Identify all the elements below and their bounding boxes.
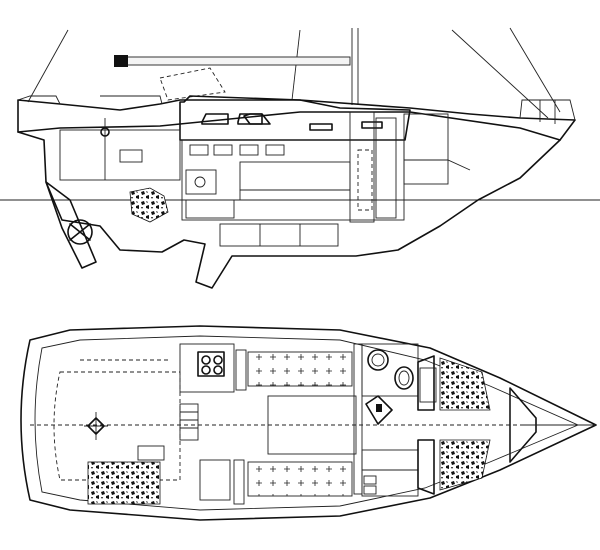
toilet-icon bbox=[394, 366, 414, 390]
galley-sink-counter bbox=[235, 349, 247, 391]
v-berth-stbd bbox=[439, 439, 491, 491]
nav-station-seat bbox=[199, 459, 231, 501]
bow-pulpit bbox=[519, 99, 576, 121]
hull-plan-outline bbox=[20, 325, 597, 521]
portlight bbox=[237, 113, 263, 125]
locker bbox=[265, 144, 285, 156]
stern-rail bbox=[17, 95, 61, 105]
galley-counter bbox=[179, 343, 235, 393]
keel-sump bbox=[219, 223, 339, 247]
companionway-ladder bbox=[179, 403, 199, 441]
sheer-line bbox=[17, 111, 561, 141]
mast-step bbox=[357, 149, 373, 211]
hull-profile bbox=[17, 99, 576, 289]
starboard-settee bbox=[247, 461, 353, 497]
cockpit-grate bbox=[137, 445, 165, 461]
hanging-locker bbox=[361, 449, 419, 497]
main-bulkhead bbox=[353, 343, 363, 495]
v-berth-profile bbox=[403, 113, 449, 185]
cockpit-well bbox=[59, 129, 181, 181]
mast-section bbox=[376, 404, 382, 412]
profile-view bbox=[0, 27, 600, 289]
mast-partner bbox=[365, 395, 393, 425]
stove-icon bbox=[197, 351, 225, 377]
v-berth-port bbox=[439, 357, 491, 411]
nav-table bbox=[233, 459, 245, 505]
winch bbox=[100, 127, 110, 137]
headstay bbox=[509, 27, 561, 113]
boom bbox=[121, 56, 351, 66]
locker bbox=[239, 144, 259, 156]
settee-back bbox=[239, 161, 351, 191]
lazarette-locker bbox=[87, 461, 161, 505]
portlight bbox=[361, 121, 383, 129]
portlight bbox=[243, 113, 271, 125]
locker-drawer bbox=[363, 475, 377, 485]
cockpit-locker bbox=[119, 149, 143, 163]
galley-stove-profile bbox=[185, 169, 217, 195]
tiller-helm-icon bbox=[67, 219, 93, 245]
forestay bbox=[451, 29, 549, 119]
locker-drawer bbox=[363, 485, 377, 495]
rudder bbox=[45, 181, 97, 269]
boom-end bbox=[114, 55, 128, 67]
sink-icon bbox=[367, 349, 389, 371]
saloon-interior bbox=[181, 139, 405, 221]
locker bbox=[213, 144, 233, 156]
port-settee bbox=[247, 351, 353, 387]
v-berth-line bbox=[404, 159, 471, 171]
backstay bbox=[27, 29, 69, 103]
forward-bulkhead bbox=[375, 117, 397, 219]
portlight bbox=[201, 113, 229, 125]
stove-burner bbox=[194, 176, 206, 188]
forward-cabin-door-port bbox=[417, 355, 435, 411]
engine-block bbox=[129, 187, 169, 223]
locker bbox=[189, 144, 209, 156]
portlight bbox=[309, 123, 333, 131]
compass-binnacle bbox=[84, 412, 108, 440]
cockpit-rail bbox=[100, 95, 163, 105]
plan-view bbox=[20, 325, 597, 521]
forward-cabin-door-stbd bbox=[417, 439, 435, 495]
bulkhead-post bbox=[349, 111, 375, 223]
dodger-outline bbox=[159, 67, 226, 101]
galley-locker bbox=[185, 199, 235, 219]
cabin-trunk bbox=[179, 95, 411, 141]
forward-locker bbox=[419, 367, 437, 403]
settee-seat bbox=[239, 189, 351, 201]
